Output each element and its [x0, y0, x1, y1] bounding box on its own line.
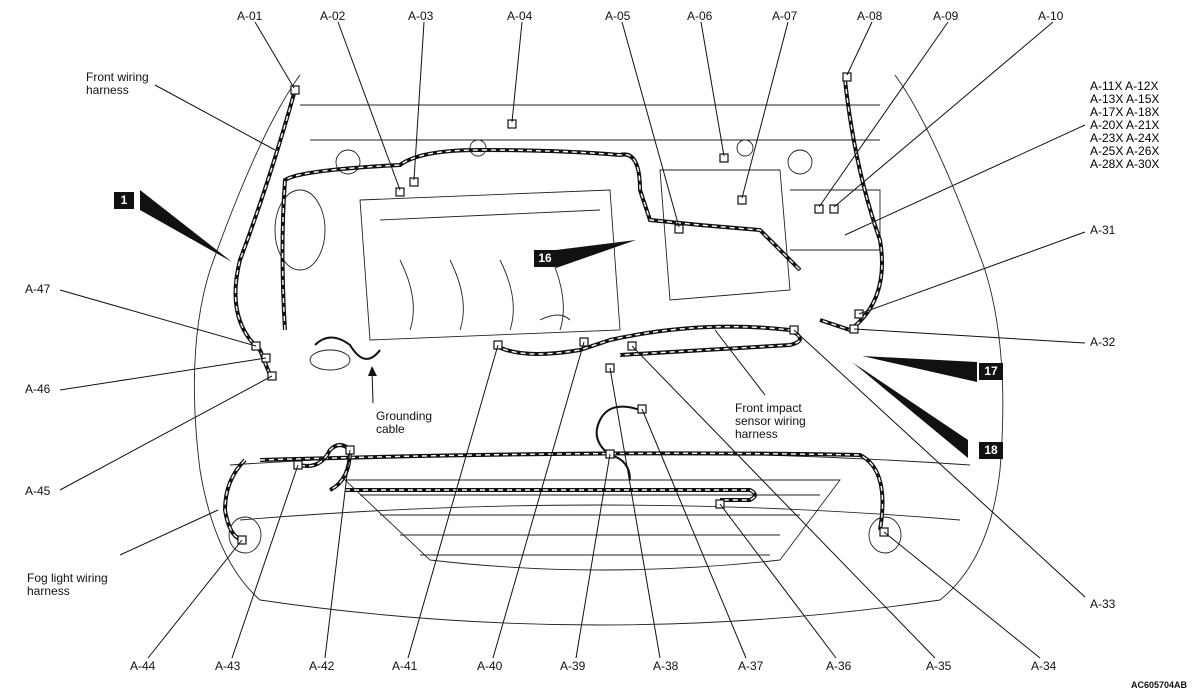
leader-lines — [59, 21, 1086, 659]
label-a10: A-10 — [1038, 9, 1064, 23]
group-row: A-17X A-18X — [1090, 105, 1160, 119]
label-a44: A-44 — [130, 659, 156, 673]
group-row: A-20X A-21X — [1090, 118, 1160, 132]
note-grounding-cable: Grounding cable — [376, 409, 433, 436]
note-front-wiring-harness: Front wiring harness — [86, 70, 149, 97]
label-a34: A-34 — [1031, 659, 1057, 673]
label-a03: A-03 — [408, 9, 434, 23]
label-a38: A-38 — [653, 659, 679, 673]
group-row: A-11X A-12X — [1090, 79, 1159, 93]
label-a47: A-47 — [25, 282, 51, 296]
callout-wedge-18 — [852, 362, 968, 458]
front-wiring-harness — [222, 79, 885, 542]
callout-wedge-1 — [140, 190, 232, 262]
label-a33: A-33 — [1090, 597, 1116, 611]
label-a06: A-06 — [687, 9, 713, 23]
note-fog-light-harness: Fog light wiring harness — [27, 571, 108, 598]
label-a41: A-41 — [392, 659, 418, 673]
figure-code: AC605704AB — [1131, 680, 1188, 690]
callout-wedge-17 — [862, 356, 977, 382]
callout-wedge-16 — [556, 240, 636, 268]
note-front-impact-sensor-harness: Front impact sensor wiring harness — [735, 401, 806, 441]
group-row: A-28X A-30X — [1090, 157, 1160, 171]
label-a43: A-43 — [215, 659, 241, 673]
label-a09: A-09 — [933, 9, 959, 23]
label-a36: A-36 — [826, 659, 852, 673]
label-a45: A-45 — [25, 484, 51, 498]
label-a05: A-05 — [605, 9, 631, 23]
label-a40: A-40 — [477, 659, 503, 673]
group-row: A-23X A-24X — [1090, 131, 1160, 145]
label-a04: A-04 — [507, 9, 533, 23]
label-a07: A-07 — [772, 9, 798, 23]
label-a01: A-01 — [237, 9, 263, 23]
label-a37: A-37 — [738, 659, 764, 673]
label-a02: A-02 — [320, 9, 346, 23]
label-a31: A-31 — [1090, 223, 1116, 237]
callout-16: 16 — [534, 250, 556, 267]
label-a08: A-08 — [857, 9, 883, 23]
callout-1: 1 — [114, 192, 134, 209]
label-a32: A-32 — [1090, 335, 1116, 349]
group-row: A-25X A-26X — [1090, 144, 1160, 158]
connector-group-list: A-11X A-12X A-13X A-15X A-17X A-18X A-20… — [1090, 80, 1159, 171]
label-a39: A-39 — [560, 659, 586, 673]
callout-18: 18 — [979, 442, 1003, 459]
label-a35: A-35 — [926, 659, 952, 673]
label-a42: A-42 — [309, 659, 335, 673]
group-row: A-13X A-15X — [1090, 92, 1160, 106]
label-a46: A-46 — [25, 382, 51, 396]
callout-17: 17 — [979, 363, 1003, 380]
